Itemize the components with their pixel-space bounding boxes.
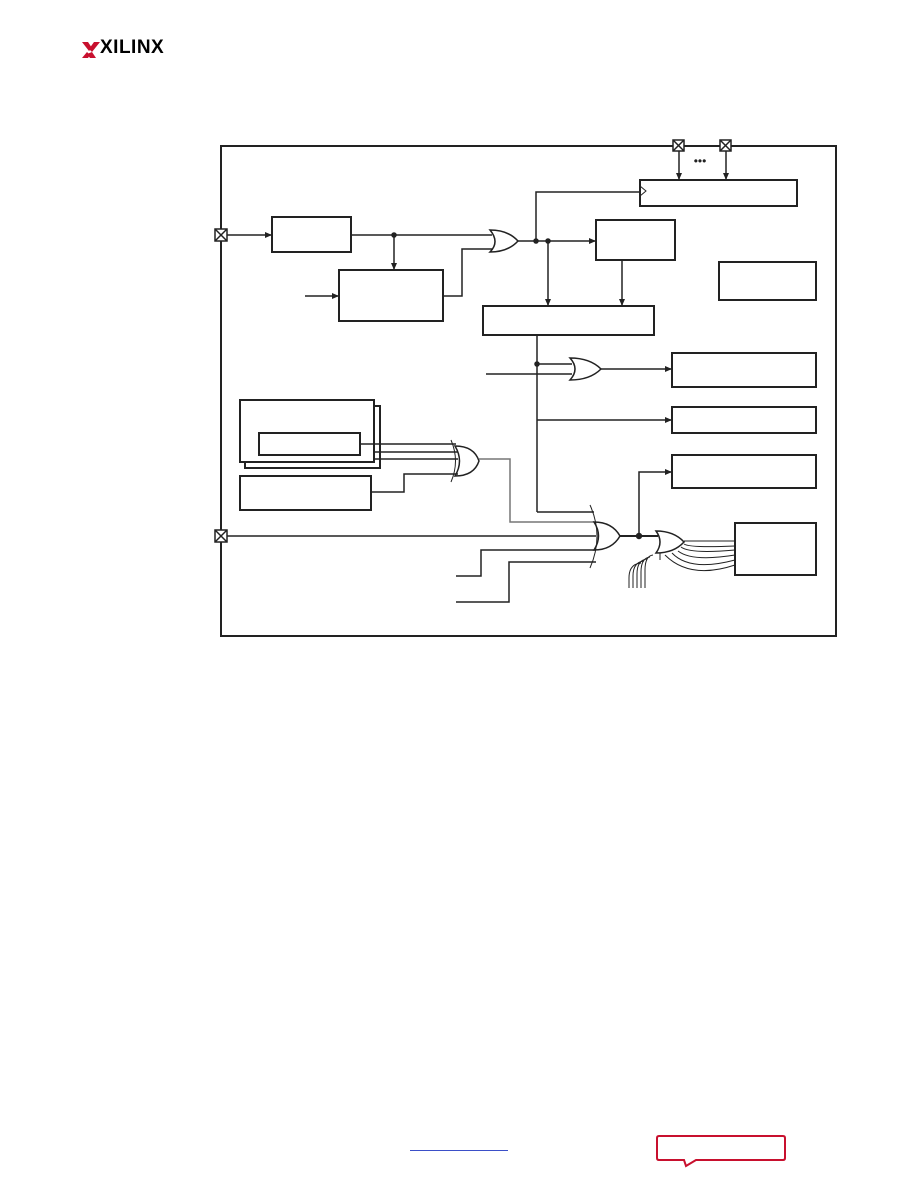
arrow-head — [619, 299, 625, 306]
logic-block — [338, 269, 444, 322]
top-pad-1 — [672, 139, 685, 152]
or-gate-2 — [568, 357, 603, 381]
arrow-head — [589, 238, 596, 244]
or-gate-5 — [654, 530, 686, 554]
output-block-2 — [671, 406, 817, 434]
feedback-callout-icon[interactable] — [656, 1134, 786, 1168]
arrow-head — [665, 417, 672, 423]
output-block-3 — [671, 454, 817, 489]
output-block-1 — [671, 352, 817, 388]
arrow-head — [332, 293, 339, 299]
stack-box-front — [239, 399, 375, 463]
side-block — [718, 261, 817, 301]
or-gate-3 — [453, 445, 480, 477]
arrow-head — [265, 232, 272, 238]
register-box — [639, 179, 798, 207]
arrow-head — [676, 173, 682, 180]
fanout-wires — [628, 540, 736, 588]
input-block — [271, 216, 352, 253]
left-pad-1 — [214, 228, 228, 242]
bus-block — [482, 305, 655, 336]
top-pad-2 — [719, 139, 732, 152]
footer-link[interactable] — [410, 1140, 508, 1151]
left-pad-2 — [214, 529, 228, 543]
fanout-block — [734, 522, 817, 576]
xilinx-logo-icon — [82, 42, 100, 58]
outer-frame — [220, 145, 837, 637]
arrow-head — [665, 366, 672, 372]
arrow-head — [391, 263, 397, 270]
or-gate-4 — [592, 521, 621, 551]
ellipsis-label: ••• — [694, 154, 707, 168]
arrow-head — [665, 469, 672, 475]
brand-name: XILINX — [100, 37, 165, 58]
arrow-head — [545, 299, 551, 306]
arrow-head — [723, 173, 729, 180]
or-gate-1 — [488, 229, 520, 253]
control-block — [595, 219, 676, 261]
lower-left-block — [239, 475, 372, 511]
